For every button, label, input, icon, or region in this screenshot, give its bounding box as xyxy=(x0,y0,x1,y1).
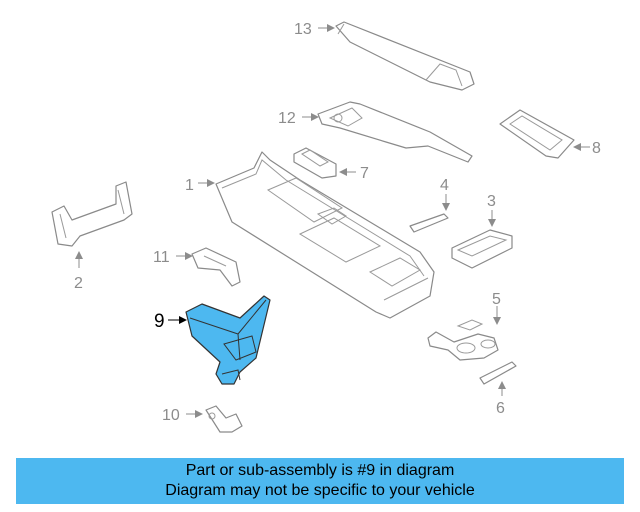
part-2-bracket[interactable] xyxy=(51,181,133,247)
part-7-switch-plate[interactable] xyxy=(293,147,337,179)
part-8-tray[interactable] xyxy=(499,109,575,159)
part-3-holder[interactable] xyxy=(451,229,513,269)
info-banner: Part or sub-assembly is #9 in diagram Di… xyxy=(16,458,624,504)
part-13-brake-cover[interactable] xyxy=(335,21,475,91)
part-10-clip[interactable] xyxy=(205,405,243,433)
part-4-pad[interactable] xyxy=(409,213,449,233)
callout-8[interactable]: 8 xyxy=(592,140,601,157)
callout-7[interactable]: 7 xyxy=(360,165,369,182)
part-12-brake-lever[interactable] xyxy=(317,101,473,163)
callout-5[interactable]: 5 xyxy=(492,291,501,308)
callout-11[interactable]: 11 xyxy=(153,249,170,266)
callout-4[interactable]: 4 xyxy=(440,177,449,194)
parts-diagram: 13 12 8 7 1 4 3 xyxy=(51,21,601,433)
banner-line-2: Diagram may not be specific to your vehi… xyxy=(165,482,475,499)
callout-13[interactable]: 13 xyxy=(294,21,312,38)
banner-line-1: Part or sub-assembly is #9 in diagram xyxy=(185,462,455,479)
callout-12[interactable]: 12 xyxy=(278,110,296,127)
callout-6[interactable]: 6 xyxy=(496,400,505,417)
callout-9[interactable]: 9 xyxy=(154,311,165,332)
callout-2[interactable]: 2 xyxy=(74,275,83,292)
part-11-bracket[interactable] xyxy=(191,247,241,287)
callout-3[interactable]: 3 xyxy=(487,193,496,210)
part-9-armrest[interactable] xyxy=(185,295,271,385)
part-5-cup-holder[interactable] xyxy=(427,319,499,361)
part-1-console[interactable] xyxy=(215,151,435,319)
callout-10[interactable]: 10 xyxy=(162,407,180,424)
part-6-insert[interactable] xyxy=(479,361,517,385)
callout-1[interactable]: 1 xyxy=(185,177,194,194)
